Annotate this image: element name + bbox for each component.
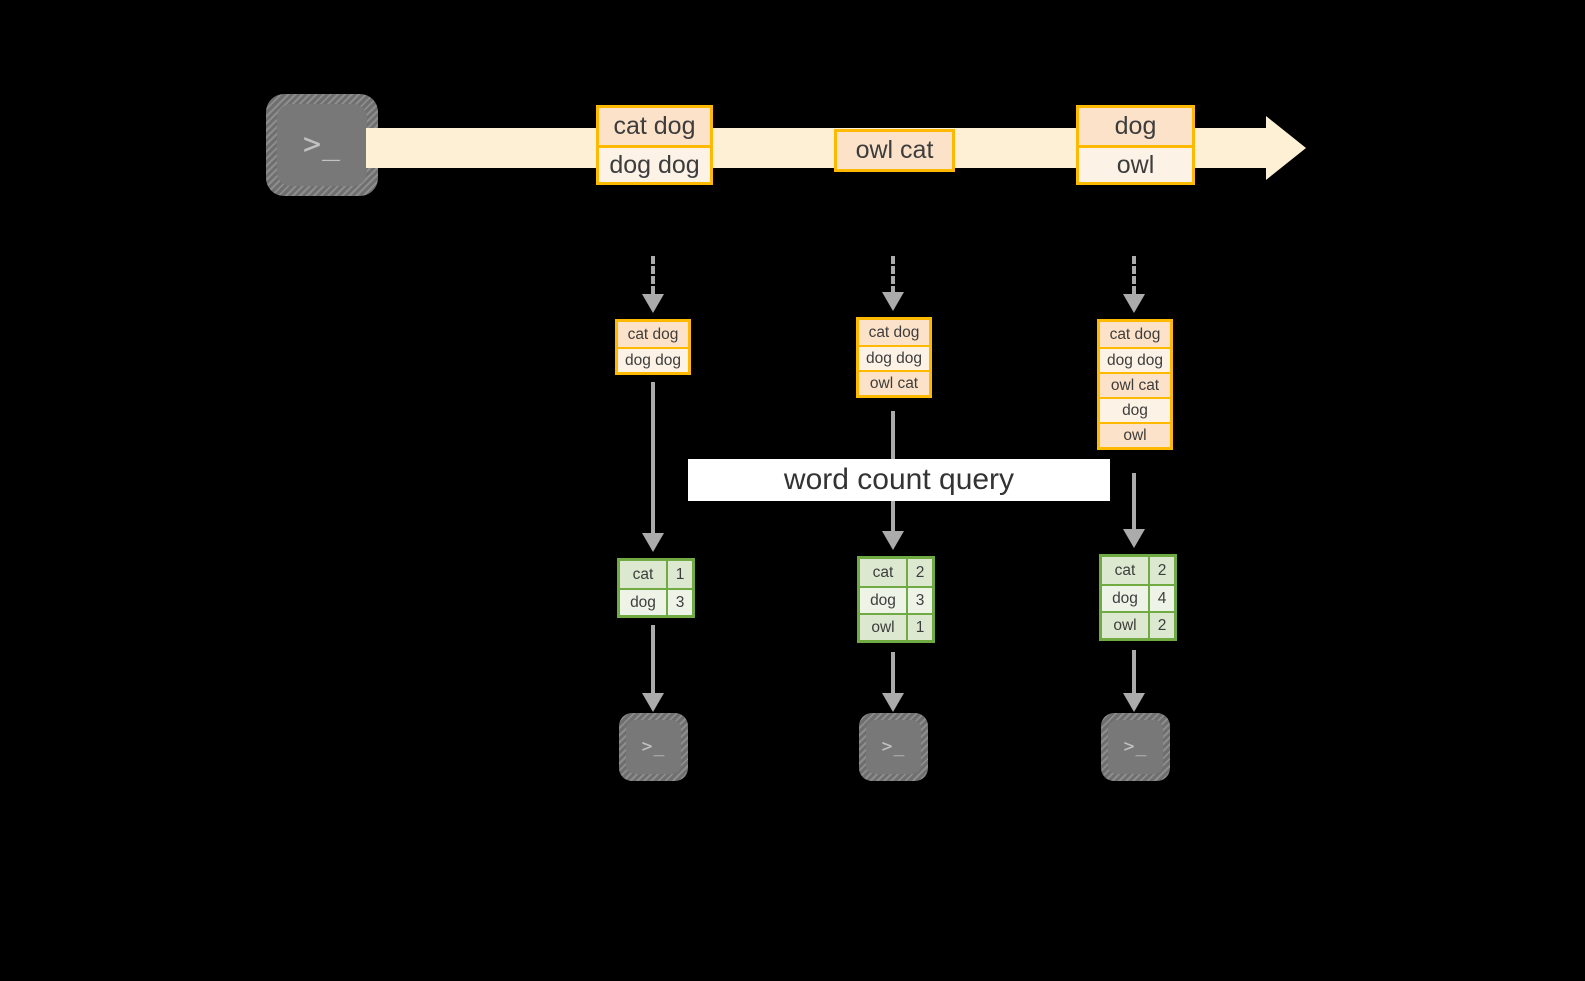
message-line: owl cat (837, 132, 952, 169)
terminal-screen (277, 104, 367, 186)
result-to-sink-arrowhead-icon-2 (882, 693, 904, 712)
table-row: owl 2 (1102, 611, 1174, 638)
state-row: cat dog (859, 320, 929, 345)
source-terminal-icon: >_ (266, 94, 378, 196)
state-to-result-connector-3 (1132, 473, 1136, 529)
message-line: cat dog (599, 108, 710, 145)
result-table-1: cat 1 dog 3 (617, 558, 695, 618)
state-row: dog dog (618, 347, 688, 372)
state-row: owl (1100, 422, 1170, 447)
result-to-sink-connector-2 (891, 652, 895, 693)
state-to-result-connector-1 (651, 382, 655, 533)
result-word: dog (860, 588, 906, 613)
terminal-screen (626, 720, 681, 774)
result-word: cat (620, 561, 666, 588)
state-to-result-arrowhead-icon-3 (1123, 529, 1145, 548)
result-to-sink-connector-1 (651, 625, 655, 693)
terminal-prompt-glyph: >_ (1123, 736, 1148, 757)
state-row: cat dog (618, 322, 688, 347)
result-count: 1 (666, 561, 692, 588)
state-row: cat dog (1100, 322, 1170, 347)
terminal-prompt-glyph: >_ (881, 736, 906, 757)
state-box-1: cat dog dog dog (615, 319, 691, 375)
stream-message-2: owl cat (834, 129, 955, 172)
stream-to-state-connector-3 (1132, 256, 1136, 294)
result-count: 2 (906, 559, 932, 586)
message-line: owl (1079, 145, 1192, 182)
table-row: dog 3 (620, 588, 692, 615)
state-box-2: cat dog dog dog owl cat (856, 317, 932, 398)
message-line: dog dog (599, 145, 710, 182)
result-to-sink-connector-3 (1132, 650, 1136, 693)
result-count: 3 (906, 588, 932, 613)
terminal-screen (1108, 720, 1163, 774)
result-to-sink-arrowhead-icon-3 (1123, 693, 1145, 712)
message-line: dog (1079, 108, 1192, 145)
state-row: owl cat (1100, 372, 1170, 397)
table-row: owl 1 (860, 613, 932, 640)
state-row: dog dog (1100, 347, 1170, 372)
result-table-3: cat 2 dog 4 owl 2 (1099, 554, 1177, 641)
stream-to-state-connector-1 (651, 256, 655, 294)
stream-message-1: cat dog dog dog (596, 105, 713, 185)
state-to-result-arrowhead-icon-2 (882, 531, 904, 550)
state-box-3: cat dog dog dog owl cat dog owl (1097, 319, 1173, 450)
stream-message-3: dog owl (1076, 105, 1195, 185)
table-row: dog 4 (1102, 584, 1174, 611)
terminal-screen (866, 720, 921, 774)
stream-to-state-arrowhead-icon-1 (642, 294, 664, 313)
stream-arrowhead-icon (1266, 116, 1306, 180)
result-count: 1 (906, 615, 932, 640)
sink-terminal-icon-2: >_ (859, 713, 928, 781)
terminal-prompt-glyph: >_ (641, 736, 666, 757)
state-row: dog (1100, 397, 1170, 422)
result-word: dog (1102, 586, 1148, 611)
result-count: 2 (1148, 613, 1174, 638)
result-count: 2 (1148, 557, 1174, 584)
state-row: dog dog (859, 345, 929, 370)
result-table-2: cat 2 dog 3 owl 1 (857, 556, 935, 643)
query-label: word count query (688, 459, 1110, 501)
result-word: dog (620, 590, 666, 615)
stream-to-state-arrowhead-icon-3 (1123, 294, 1145, 313)
state-row: owl cat (859, 370, 929, 395)
result-count: 4 (1148, 586, 1174, 611)
result-word: owl (1102, 613, 1148, 638)
table-row: cat 1 (620, 561, 692, 588)
table-row: cat 2 (1102, 557, 1174, 584)
stream-to-state-arrowhead-icon-2 (882, 292, 904, 311)
state-to-result-arrowhead-icon-1 (642, 533, 664, 552)
result-to-sink-arrowhead-icon-1 (642, 693, 664, 712)
table-row: cat 2 (860, 559, 932, 586)
terminal-prompt-glyph: >_ (302, 127, 342, 162)
result-word: cat (860, 559, 906, 586)
result-count: 3 (666, 590, 692, 615)
table-row: dog 3 (860, 586, 932, 613)
result-word: owl (860, 615, 906, 640)
sink-terminal-icon-3: >_ (1101, 713, 1170, 781)
result-word: cat (1102, 557, 1148, 584)
stream-to-state-connector-2 (891, 256, 895, 294)
sink-terminal-icon-1: >_ (619, 713, 688, 781)
